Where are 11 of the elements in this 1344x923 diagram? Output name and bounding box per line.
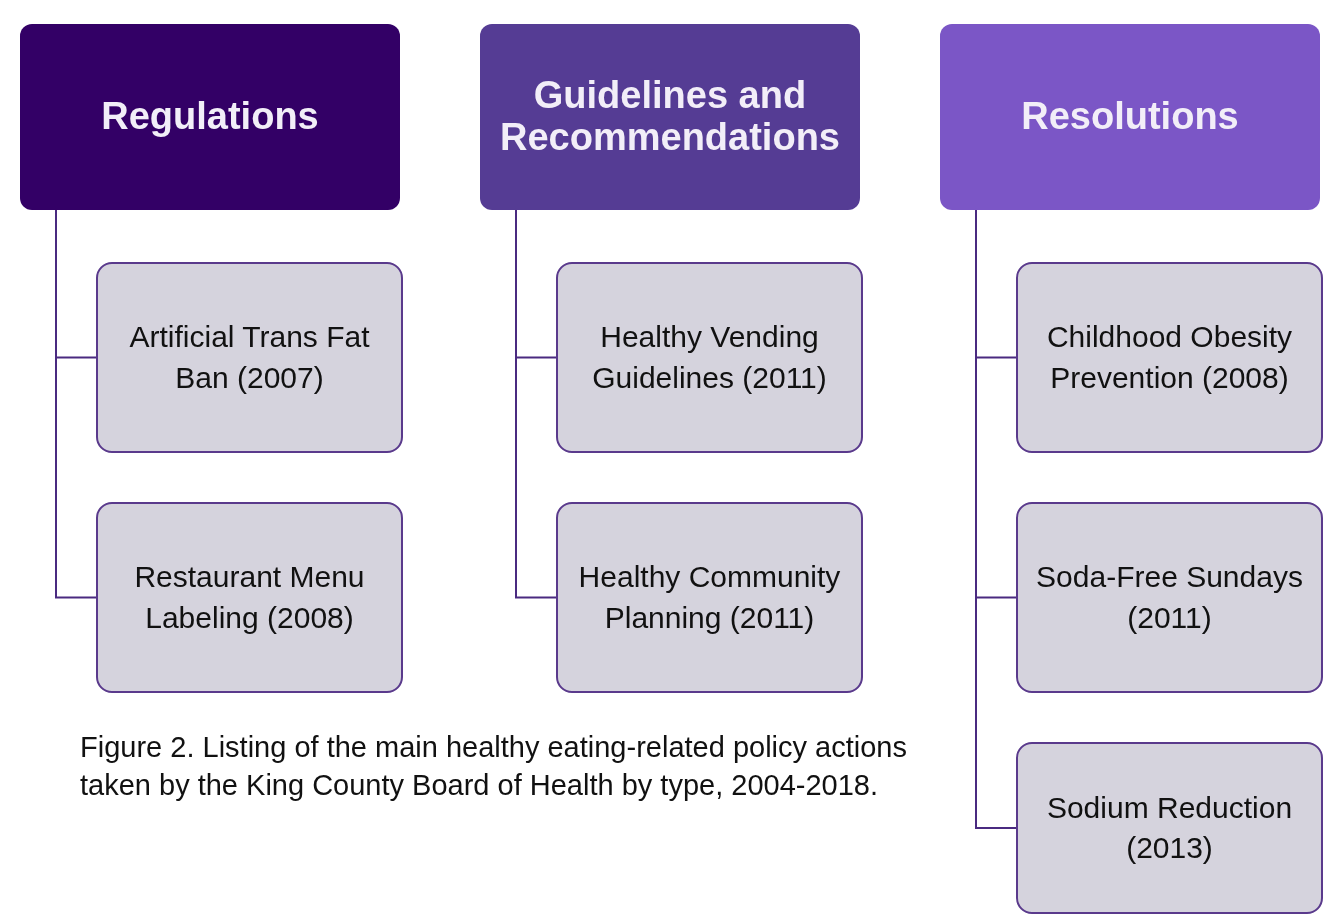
policy-box: Sodium Reduction (2013) [1016,742,1323,914]
category-header: Guidelines and Recommendations [480,24,860,210]
category-header: Regulations [20,24,400,210]
policy-box: Healthy Vending Guidelines (2011) [556,262,863,453]
policy-box: Soda-Free Sundays (2011) [1016,502,1323,693]
figure-caption: Figure 2. Listing of the main healthy eating-related policy actions taken by the King County Board of Health by type, 2004-2018. [80,730,908,804]
policy-box: Artificial Trans Fat Ban (2007) [96,262,403,453]
category-header: Resolutions [940,24,1320,210]
policy-box: Healthy Community Planning (2011) [556,502,863,693]
policy-box: Restaurant Menu Labeling (2008) [96,502,403,693]
policy-box: Childhood Obesity Prevention (2008) [1016,262,1323,453]
